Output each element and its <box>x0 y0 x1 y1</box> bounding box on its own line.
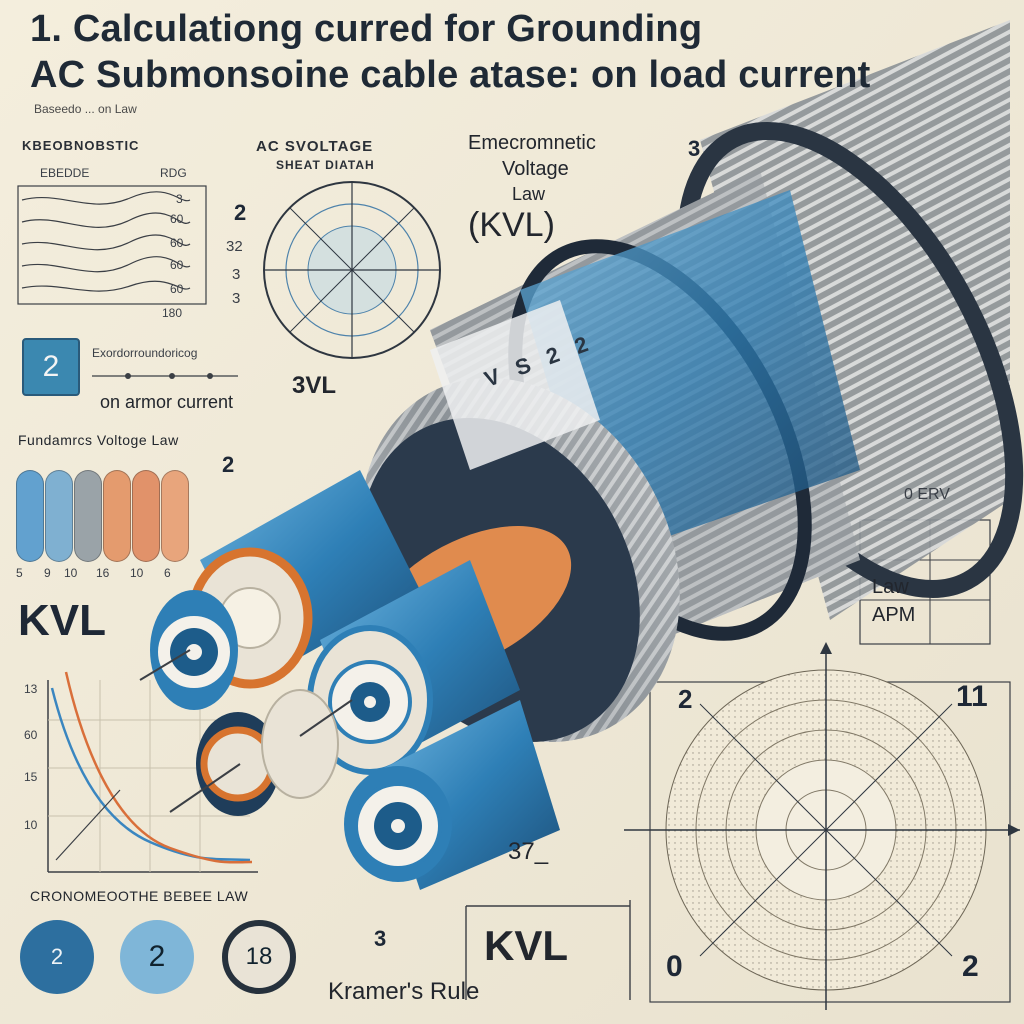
polar-corner-bl: 0 <box>666 950 683 983</box>
em-heading-1: Emecromnetic <box>468 132 596 154</box>
submarine-cable <box>139 20 1024 890</box>
bars-badge: 2 <box>222 452 235 477</box>
bottom-badge-3: 18 <box>222 920 296 994</box>
right-panel-label-2: APM <box>872 604 916 626</box>
curve-caption: CRONOMEOOTHE BEBEE LAW <box>30 888 249 904</box>
curve-tick-2: 60 <box>24 728 38 742</box>
kvl-box-frame <box>465 900 631 1000</box>
wave-row-1: 3 <box>176 192 183 206</box>
armor-caption: on armor current <box>100 392 234 412</box>
side-number-3: 3 <box>232 266 241 283</box>
cable-core-front-left <box>150 590 238 710</box>
bar-tick-6: 6 <box>164 566 171 580</box>
side-number-2: 32 <box>226 238 243 255</box>
bar-tick-2: 9 <box>44 566 51 580</box>
voltage-bar-1 <box>16 470 44 562</box>
curve-tick-3: 15 <box>24 770 38 784</box>
wave-row-5: 60 <box>170 282 184 296</box>
bottom-badge-2: 2 <box>120 920 194 994</box>
voltage-bar-4 <box>103 470 131 562</box>
polar-ring-chart <box>624 642 1020 1010</box>
voltage-bar-5 <box>132 470 160 562</box>
armor-caption-top: Exordorroundoricog <box>92 346 198 360</box>
cable-core-bottom <box>344 700 560 890</box>
curve-tick-1: 13 <box>24 682 38 696</box>
wave-row-6: 180 <box>162 306 183 320</box>
kvl3-label: 3VL <box>292 372 337 399</box>
armor-leader-lines <box>92 373 238 379</box>
side-number-1: 2 <box>234 200 247 225</box>
bottom-badge-1: 2 <box>20 920 94 994</box>
polar-corner-tr: 11 <box>956 680 988 713</box>
cable-core-bottom-left <box>196 689 339 816</box>
wave-panel-col-b: RDG <box>160 166 187 180</box>
bars-heading: Fundamrcs Voltoge Law <box>18 432 179 448</box>
right-panel-marks: 0 ERV <box>904 486 950 503</box>
voltage-bar-3 <box>74 470 102 562</box>
page-title-line1: 1. Calculationg curred for Grounding <box>30 8 703 50</box>
value-37: 37_ <box>508 838 549 865</box>
wave-table-chart <box>17 185 207 305</box>
kramer-label: Kramer's Rule <box>328 978 480 1005</box>
wave-panel-col-a: EBEDDE <box>40 166 90 180</box>
armor-badge: 2 <box>22 338 80 396</box>
sheath-polar-chart <box>263 181 441 359</box>
wave-row-2: 60 <box>170 212 184 226</box>
polar-corner-tl: 2 <box>678 684 693 714</box>
voltage-bar-6 <box>161 470 189 562</box>
bar-tick-5: 10 <box>130 566 144 580</box>
polar-corner-br: 2 <box>962 950 979 983</box>
curve-tick-4: 10 <box>24 818 38 832</box>
page-subtitle: Baseedo ... on Law <box>34 102 137 116</box>
page-title-line2: AC Submonsoine cable atase: on load curr… <box>30 54 871 96</box>
sheath-heading-1: AC SVOLTAGE <box>256 138 374 155</box>
bar-tick-4: 16 <box>96 566 110 580</box>
kramer-badge: 3 <box>374 926 387 951</box>
em-heading-3: Law <box>512 184 546 204</box>
wave-row-3: 60 <box>170 236 184 250</box>
right-panel-label-1: Law <box>872 576 909 598</box>
kvl-box-label: KVL <box>484 922 568 969</box>
side-number-4: 3 <box>232 290 241 307</box>
sheath-heading-2: SHEAT DIATAH <box>276 158 375 172</box>
bar-tick-3: 10 <box>64 566 78 580</box>
cable-core-center <box>307 560 520 775</box>
voltage-bar-2 <box>45 470 73 562</box>
em-heading-kvl: (KVL) <box>468 206 555 244</box>
bar-tick-1: 5 <box>16 566 23 580</box>
kvl-left-label: KVL <box>18 596 106 645</box>
em-heading-2: Voltage <box>502 158 569 180</box>
wave-row-4: 60 <box>170 258 184 272</box>
wave-panel-heading: KBEOBNOBSTIC <box>22 138 140 153</box>
em-badge: 3 <box>688 136 701 161</box>
